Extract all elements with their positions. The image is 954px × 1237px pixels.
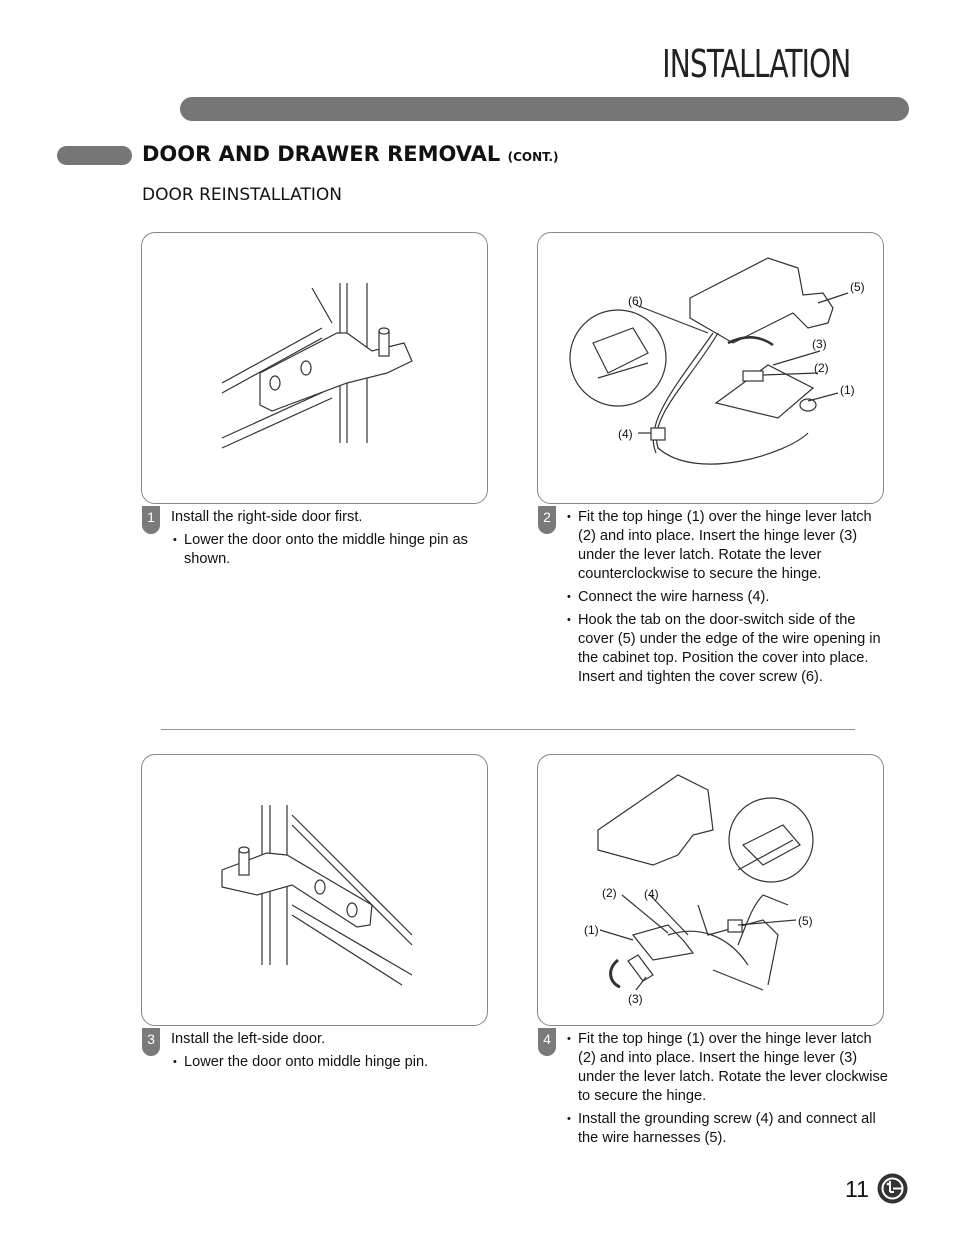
step-1-number: 1 bbox=[142, 506, 160, 534]
section-title-suffix: (CONT.) bbox=[507, 150, 559, 164]
subsection-title: DOOR REINSTALLATION bbox=[142, 185, 342, 205]
label-4: (4) bbox=[644, 887, 659, 901]
left-top-hinge-illustration: (2) (4) (5) (1) (3) bbox=[584, 774, 814, 1006]
step-3-text: Install the left-side door. Lower the do… bbox=[171, 1030, 491, 1076]
hinge-pin-left-illustration bbox=[221, 805, 413, 986]
step-3-illustration bbox=[141, 754, 488, 1026]
step-3-bullet: Lower the door onto middle hinge pin. bbox=[173, 1053, 491, 1072]
step-1-bullet: Lower the door onto the middle hinge pin… bbox=[173, 531, 491, 569]
label-2: (2) bbox=[602, 886, 617, 900]
step-4-text: Fit the top hinge (1) over the hinge lev… bbox=[567, 1030, 889, 1152]
label-3: (3) bbox=[628, 992, 643, 1006]
page-number: 11 bbox=[845, 1176, 869, 1202]
step-4-bullet: Fit the top hinge (1) over the hinge lev… bbox=[567, 1030, 889, 1106]
hinge-pin-right-illustration bbox=[221, 283, 413, 449]
label-2: (2) bbox=[814, 361, 829, 375]
section-title: DOOR AND DRAWER REMOVAL (CONT.) bbox=[142, 142, 559, 166]
section-title-text: DOOR AND DRAWER REMOVAL bbox=[142, 142, 501, 166]
rotate-arrow-icon bbox=[609, 958, 621, 989]
label-1: (1) bbox=[584, 923, 599, 937]
lg-logo-icon bbox=[877, 1173, 908, 1204]
step-4-number: 4 bbox=[538, 1028, 556, 1056]
page-title: INSTALLATION bbox=[661, 42, 851, 86]
label-6: (6) bbox=[628, 294, 643, 308]
step-1-illustration bbox=[141, 232, 488, 504]
label-5: (5) bbox=[798, 914, 813, 928]
label-4: (4) bbox=[618, 427, 633, 441]
step-3-number: 3 bbox=[142, 1028, 160, 1056]
top-hinge-cover-illustration: (6) (5) (3) (2) (1) (4) bbox=[569, 257, 865, 465]
step-2-bullet: Fit the top hinge (1) over the hinge lev… bbox=[567, 508, 889, 584]
step-3-intro: Install the left-side door. bbox=[171, 1031, 326, 1047]
label-5: (5) bbox=[850, 280, 865, 294]
section-pill bbox=[57, 146, 132, 165]
divider bbox=[161, 729, 855, 730]
step-2-illustration: (6) (5) (3) (2) (1) (4) bbox=[537, 232, 884, 504]
step-1-intro: Install the right-side door first. bbox=[171, 509, 363, 525]
step-2-number: 2 bbox=[538, 506, 556, 534]
step-4-illustration: (2) (4) (5) (1) (3) bbox=[537, 754, 884, 1026]
step-2-bullet: Hook the tab on the door-switch side of … bbox=[567, 611, 889, 687]
label-3: (3) bbox=[812, 337, 827, 351]
step-2-text: Fit the top hinge (1) over the hinge lev… bbox=[567, 508, 889, 691]
step-1-text: Install the right-side door first. Lower… bbox=[171, 508, 491, 573]
label-1: (1) bbox=[840, 383, 855, 397]
step-4-bullet: Install the grounding screw (4) and conn… bbox=[567, 1110, 889, 1148]
step-2-bullet: Connect the wire harness (4). bbox=[567, 588, 889, 607]
header-bar bbox=[180, 97, 909, 121]
